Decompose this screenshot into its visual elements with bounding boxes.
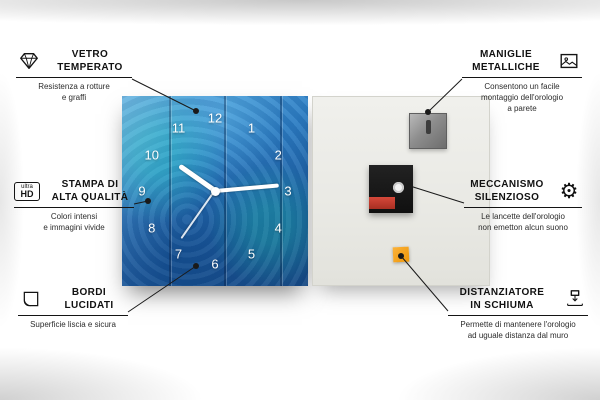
hanger-slot — [425, 120, 431, 134]
clock-number-1: 1 — [247, 120, 256, 136]
picture-frame-icon — [556, 50, 582, 72]
feature-foam-spacer: DISTANZIATORE IN SCHIUMA Permette di man… — [448, 286, 588, 342]
feature-silent-mechanism: MECCANISMO SILENZIOSO ⚙ Le lancette dell… — [464, 178, 582, 234]
foam-spacer-icon — [562, 288, 588, 310]
ultra-hd-icon: ultra HD — [14, 181, 40, 201]
battery-compartment — [369, 197, 395, 209]
clock-number-8: 8 — [148, 220, 156, 235]
diamond-icon — [16, 50, 42, 72]
foam-spacer — [392, 246, 410, 263]
clock-number-2: 2 — [274, 147, 282, 162]
gear-icon: ⚙ — [559, 178, 579, 203]
clock-center-cap — [210, 186, 220, 196]
clock-number-6: 6 — [211, 256, 219, 272]
glass-fold-line — [168, 96, 171, 286]
feature-title: STAMPA DI ALTA QUALITÀ — [51, 179, 129, 203]
feature-title: MANIGLIE METALLICHE — [472, 49, 540, 73]
feature-description: Resistenza a rotture e graffi — [38, 82, 110, 102]
feature-title: BORDI LUCIDATI — [64, 287, 114, 311]
polished-edge-icon — [18, 289, 44, 309]
feature-rule — [14, 207, 134, 208]
feature-description: Consentono un facile montaggio dell'orol… — [480, 82, 564, 113]
feature-description: Colori intensi e immagini vivide — [43, 212, 105, 232]
feature-title: DISTANZIATORE IN SCHIUMA — [459, 287, 545, 311]
feature-rule — [18, 315, 128, 316]
feature-metal-handles: MANIGLIE METALLICHE Consentono un facile… — [462, 48, 582, 114]
feature-rule — [448, 315, 588, 316]
feature-tempered-glass: VETRO TEMPERATO Resistenza a rotture e g… — [16, 48, 132, 104]
feature-description: Le lancette dell'orologio non emetton al… — [478, 212, 568, 232]
clock-number-3: 3 — [284, 183, 292, 199]
feature-title: VETRO TEMPERATO — [57, 49, 123, 73]
feature-rule — [462, 77, 582, 78]
clock-number-11: 11 — [171, 120, 186, 136]
glass-fold-line — [280, 96, 283, 286]
clock-number-4: 4 — [274, 220, 282, 235]
feature-description: Superficie liscia e sicura — [30, 320, 116, 329]
clock-number-10: 10 — [144, 147, 159, 162]
feature-polished-edges: BORDI LUCIDATI Superficie liscia e sicur… — [18, 286, 128, 331]
ultra-hd-icon-text-top: ultra — [21, 183, 33, 190]
clock-number-7: 7 — [174, 246, 183, 262]
feature-print-quality: ultra HD STAMPA DI ALTA QUALITÀ Colori i… — [14, 178, 134, 234]
feature-description: Permette di mantenere l'orologio ad ugua… — [460, 320, 576, 340]
clock-number-9: 9 — [138, 183, 146, 199]
clock-mechanism — [369, 165, 413, 213]
clock-number-5: 5 — [247, 246, 256, 262]
feature-rule — [464, 207, 582, 208]
metal-hanger-plate — [409, 113, 447, 149]
ultra-hd-icon-text-bottom: HD — [20, 188, 34, 199]
feature-title: MECCANISMO SILENZIOSO — [470, 179, 544, 203]
feature-rule — [16, 77, 132, 78]
mechanism-nut — [393, 182, 404, 193]
clock-number-12: 12 — [207, 110, 223, 126]
